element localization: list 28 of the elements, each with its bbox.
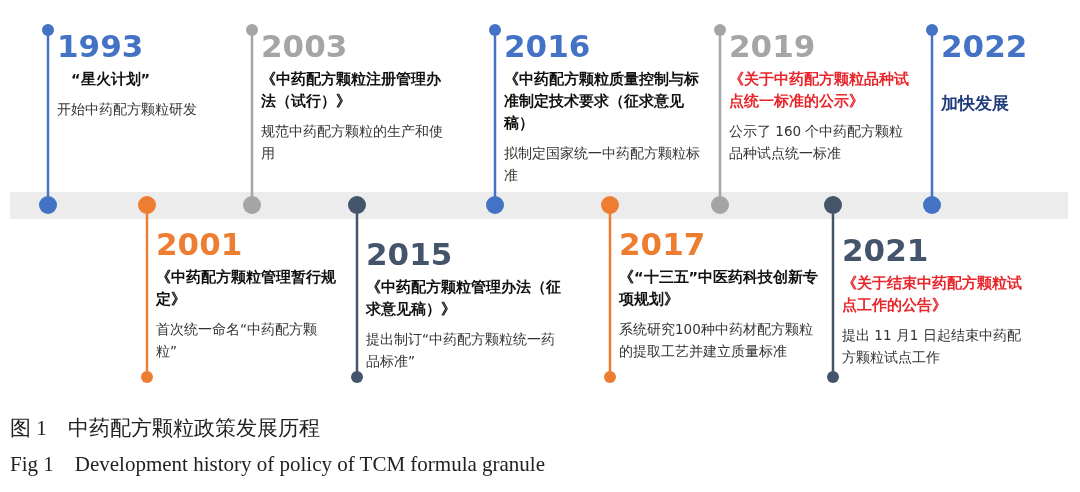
event-title: 《“十三五”中医药科技创新专项规划》 bbox=[619, 268, 819, 309]
event-description: 提出制订“中药配方颗粒统一药品标准” bbox=[366, 330, 556, 371]
event-description: 拟制定国家统一中药配方颗粒标准 bbox=[504, 144, 701, 185]
year-label: 2017 bbox=[619, 226, 707, 262]
year-label: 1993 bbox=[57, 28, 145, 64]
event-title: 《中药配方颗粒管理暂行规定》 bbox=[156, 268, 336, 309]
figure-caption: Fig 1 Development history of policy of TCM formula granule bbox=[10, 451, 546, 478]
event-title: 《关于中药配方颗粒品种试点统一标准的公示》 bbox=[729, 70, 909, 111]
event-description: 开始中药配方颗粒研发 bbox=[57, 100, 198, 119]
event-description: 首次统一命名“中药配方颗粒” bbox=[156, 320, 318, 361]
event-title: 加快发展 bbox=[941, 92, 1010, 114]
event-description: 公示了 160 个中药配方颗粒品种试点统一标准 bbox=[729, 122, 905, 163]
event-title: 《中药配方颗粒注册管理办法（试行）》 bbox=[261, 70, 442, 111]
event-description: 规范中药配方颗粒的生产和使用 bbox=[261, 122, 444, 163]
event-title: “星火计划” bbox=[70, 70, 152, 89]
figure-caption: 图 1 中药配方颗粒政策发展历程 bbox=[10, 415, 320, 442]
year-label: 2022 bbox=[941, 28, 1029, 64]
year-label: 2019 bbox=[729, 28, 817, 64]
year-label: 2003 bbox=[261, 28, 349, 64]
year-label: 2015 bbox=[366, 236, 454, 272]
event-description: 系统研究100种中药材配方颗粒的提取工艺并建立质量标准 bbox=[619, 320, 814, 361]
year-label: 2021 bbox=[842, 232, 930, 268]
event-title: 《中药配方颗粒管理办法（征求意见稿）》 bbox=[366, 278, 562, 319]
year-label: 2001 bbox=[156, 226, 244, 262]
year-label: 2016 bbox=[504, 28, 592, 64]
event-title: 《中药配方颗粒质量控制与标准制定技术要求（征求意见稿） bbox=[504, 70, 700, 133]
event-title: 《关于结束中药配方颗粒试点工作的公告》 bbox=[842, 274, 1023, 315]
event-description: 提出 11 月1 日起结束中药配方颗粒试点工作 bbox=[842, 326, 1022, 367]
